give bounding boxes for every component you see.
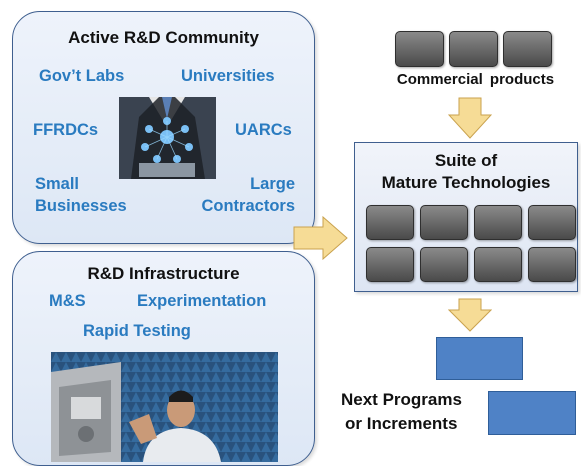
next-programs-line1: Next Programs: [341, 390, 462, 409]
down-arrow-commercial: [448, 97, 492, 139]
community-panel: Active R&D Community Gov’t Labs Universi…: [12, 11, 315, 244]
infrastructure-panel: R&D Infrastructure M&S Experimentation R…: [12, 251, 315, 466]
commercial-products-label: Commercial products: [396, 71, 555, 88]
network-photo: [119, 97, 216, 179]
technology-tile: [366, 247, 414, 282]
lab-photo: [51, 352, 278, 462]
next-increment-box: [488, 391, 576, 435]
commercial-product-tile: [395, 31, 444, 67]
technology-tile: [420, 247, 468, 282]
network-illustration: [119, 97, 216, 179]
term-universities: Universities: [181, 67, 275, 85]
technology-tile: [474, 247, 522, 282]
next-programs-line2: or Increments: [345, 414, 458, 433]
suite-title-line1: Suite of: [434, 151, 498, 170]
right-arrow: [293, 216, 348, 260]
commercial-product-tile: [503, 31, 552, 67]
technology-tile: [366, 205, 414, 240]
down-arrow-suite: [448, 298, 492, 332]
technology-tile: [474, 205, 522, 240]
commercial-product-tile: [449, 31, 498, 67]
term-experimentation: Experimentation: [137, 292, 267, 310]
technology-tile: [528, 205, 576, 240]
technology-tile: [528, 247, 576, 282]
infrastructure-title: R&D Infrastructure: [87, 264, 240, 283]
term-uarcs: UARCs: [235, 121, 292, 139]
term-govt-labs: Gov’t Labs: [39, 67, 125, 85]
term-ffrdcs: FFRDCs: [33, 121, 99, 139]
next-program-box: [436, 337, 523, 380]
suite-title-line2: Mature Technologies: [381, 173, 551, 192]
term-small-businesses: Small Businesses: [35, 175, 127, 215]
term-rapid-testing: Rapid Testing: [83, 322, 191, 340]
technology-tile: [420, 205, 468, 240]
lab-illustration: [51, 352, 278, 462]
term-large-contractors: Large Contractors: [201, 175, 295, 215]
term-m-and-s: M&S: [49, 292, 86, 310]
community-title: Active R&D Community: [68, 28, 259, 47]
